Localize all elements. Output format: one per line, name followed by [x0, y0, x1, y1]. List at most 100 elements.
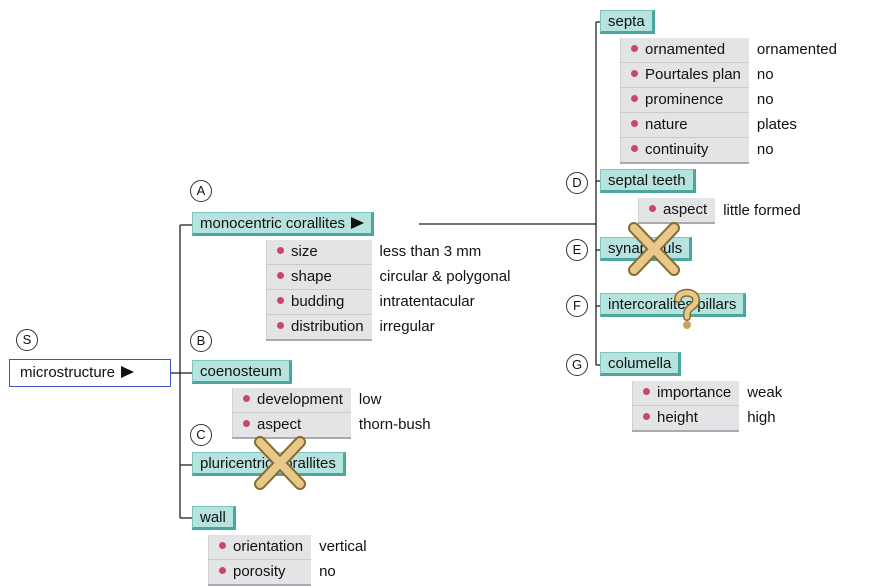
- attribute-name: budding: [291, 293, 345, 310]
- attribute-row: aspect thorn-bush: [231, 412, 431, 439]
- bullet-icon: [631, 120, 638, 127]
- attribute-value: no: [756, 141, 774, 159]
- marker-g: G: [566, 354, 588, 376]
- marker-f: F: [566, 295, 588, 317]
- node-label: septal teeth: [608, 172, 686, 189]
- node-label: monocentric corallites: [200, 215, 346, 232]
- attribute-row: ornamented ornamented: [619, 38, 838, 63]
- node-label: coenosteum: [200, 363, 282, 380]
- bullet-icon: [631, 145, 638, 152]
- attribute-value: high: [747, 409, 776, 427]
- intercoralites-pillars-node[interactable]: intercoralites pillars: [600, 293, 747, 317]
- septal-teeth-attributes: aspect little formed: [638, 198, 801, 224]
- microstructure-node[interactable]: microstructure: [9, 359, 171, 387]
- attribute-name: aspect: [257, 416, 302, 433]
- attribute-name: Pourtales plan: [645, 66, 741, 83]
- marker-e: E: [566, 239, 588, 261]
- attribute-value: plates: [756, 116, 797, 133]
- attribute-name: nature: [645, 116, 688, 133]
- node-label: pluricentric corallites: [200, 455, 336, 472]
- attribute-value: irregular: [379, 318, 435, 336]
- attribute-row: height high: [632, 405, 783, 432]
- attribute-row: shape circular & polygonal: [265, 264, 511, 290]
- wall-node[interactable]: wall: [192, 506, 236, 530]
- bullet-icon: [243, 420, 250, 427]
- marker-s: S: [16, 329, 38, 351]
- bullet-icon: [219, 542, 226, 549]
- bullet-icon: [219, 567, 226, 574]
- bullet-icon: [631, 95, 638, 102]
- attribute-name: shape: [291, 268, 332, 285]
- attribute-name: development: [257, 391, 343, 408]
- attribute-name: orientation: [233, 538, 304, 555]
- attribute-row: orientation vertical: [208, 535, 368, 560]
- question-mark-icon: [674, 288, 701, 329]
- triangle-right-icon[interactable]: [121, 366, 135, 378]
- node-label: columella: [608, 355, 672, 372]
- attribute-row: porosity no: [208, 559, 368, 586]
- attribute-row: distribution irregular: [265, 314, 511, 341]
- bullet-icon: [243, 395, 250, 402]
- attribute-value: no: [756, 91, 774, 108]
- attribute-name: aspect: [663, 201, 708, 218]
- septa-node[interactable]: septa: [600, 10, 655, 34]
- cross-icon: [254, 436, 306, 490]
- attribute-value: intratentacular: [379, 293, 475, 310]
- attribute-value: less than 3 mm: [379, 243, 482, 261]
- attribute-value: thorn-bush: [358, 416, 431, 434]
- attribute-row: Pourtales plan no: [619, 62, 838, 88]
- attribute-row: prominence no: [619, 87, 838, 113]
- attribute-value: low: [358, 391, 382, 409]
- coenosteum-node[interactable]: coenosteum: [192, 360, 292, 384]
- attribute-row: development low: [231, 388, 431, 413]
- monocentric-attributes: size less than 3 mm shape circular & polyg…: [265, 240, 511, 341]
- bullet-icon: [643, 413, 650, 420]
- attribute-row: nature plates: [619, 112, 838, 138]
- septal-teeth-node[interactable]: septal teeth: [600, 169, 696, 193]
- attribute-value: little formed: [723, 201, 801, 219]
- node-label: intercoralites pillars: [608, 296, 737, 313]
- bullet-icon: [649, 205, 656, 212]
- attribute-value: vertical: [319, 538, 367, 556]
- cross-icon: [628, 222, 680, 276]
- monocentric-corallites-node[interactable]: monocentric corallites: [192, 212, 375, 236]
- attribute-name: importance: [657, 384, 732, 401]
- attribute-name: height: [657, 409, 698, 426]
- columella-node[interactable]: columella: [600, 352, 682, 376]
- node-label: septa: [608, 13, 645, 30]
- attribute-name: continuity: [645, 141, 709, 158]
- attribute-row: size less than 3 mm: [265, 240, 511, 265]
- bullet-icon: [631, 45, 638, 52]
- bullet-icon: [277, 322, 284, 329]
- wall-attributes: orientation vertical porosity no: [208, 535, 368, 586]
- marker-b: B: [190, 330, 212, 352]
- bullet-icon: [277, 272, 284, 279]
- attribute-value: weak: [747, 384, 783, 402]
- bullet-icon: [643, 388, 650, 395]
- bullet-icon: [277, 297, 284, 304]
- attribute-row: budding intratentacular: [265, 289, 511, 315]
- node-label: microstructure: [20, 364, 116, 381]
- coenosteum-attributes: development low aspect thorn-bush: [231, 388, 431, 439]
- septa-attributes: ornamented ornamented Pourtales plan no pr…: [619, 38, 838, 164]
- attribute-row: importance weak: [632, 381, 783, 406]
- marker-c: C: [190, 424, 212, 446]
- attribute-value: no: [756, 66, 774, 83]
- columella-attributes: importance weak height high: [632, 381, 783, 432]
- bullet-icon: [631, 70, 638, 77]
- attribute-row: continuity no: [619, 137, 838, 164]
- bullet-icon: [277, 247, 284, 254]
- attribute-value: no: [319, 563, 336, 581]
- triangle-right-icon[interactable]: [351, 217, 365, 229]
- attribute-name: porosity: [233, 563, 286, 580]
- attribute-row: aspect little formed: [638, 198, 801, 224]
- marker-d: D: [566, 172, 588, 194]
- attribute-name: prominence: [645, 91, 724, 108]
- attribute-value: circular & polygonal: [379, 268, 511, 285]
- attribute-value: ornamented: [756, 41, 837, 59]
- attribute-name: size: [291, 243, 318, 260]
- node-label: wall: [200, 509, 226, 526]
- attribute-name: ornamented: [645, 41, 726, 58]
- attribute-name: distribution: [291, 318, 364, 335]
